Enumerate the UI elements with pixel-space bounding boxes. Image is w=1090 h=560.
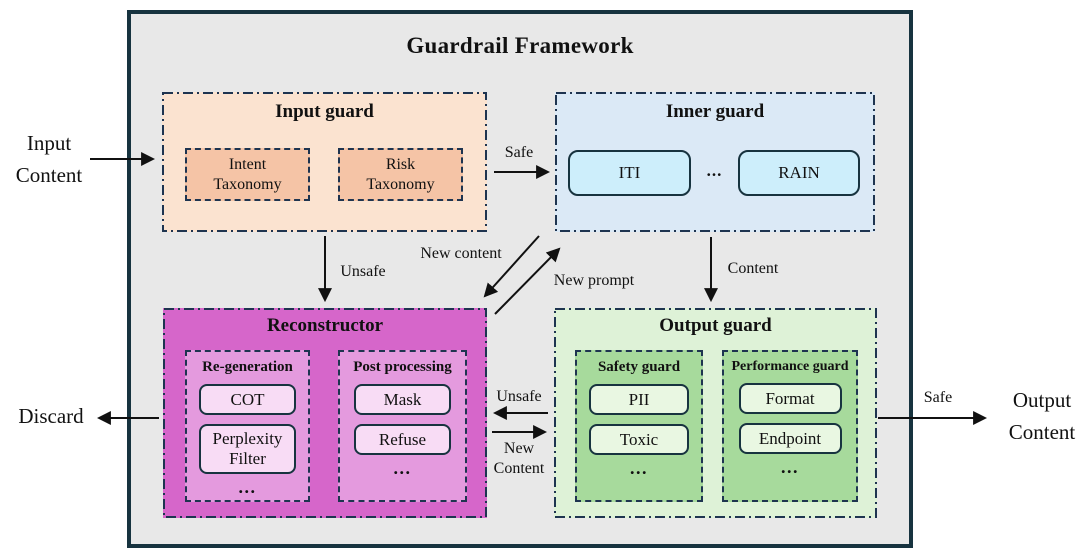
inner-guard-box: Inner guard ITI ... RAIN	[555, 92, 875, 232]
input-content-label: Input Content	[15, 131, 83, 187]
toxic-box: Toxic	[589, 424, 689, 455]
input-guard-box: Input guard Intent Taxonomy Risk Taxonom…	[162, 92, 487, 232]
iti-box: ITI	[568, 150, 691, 196]
post-processing-ellipsis: ...	[393, 458, 412, 478]
new-prompt-diagonal-label: New prompt	[553, 272, 635, 289]
safe-right-arrow-label: Safe	[923, 389, 953, 406]
refuse-box: Refuse	[354, 424, 451, 455]
output-content-label: Output Content	[1008, 388, 1076, 444]
performance-guard-ellipsis: ...	[781, 457, 799, 477]
safety-guard-title: Safety guard	[597, 359, 681, 375]
re-generation-title: Re-generation	[202, 359, 293, 375]
new-content-diagonal-label: New content	[420, 245, 502, 262]
unsafe-mid-arrow-label: Unsafe	[496, 388, 542, 405]
output-guard-title: Output guard	[659, 315, 772, 336]
post-processing-section: Post processing Mask Refuse ...	[338, 350, 467, 502]
content-down-arrow-label: Content	[727, 260, 779, 277]
endpoint-box: Endpoint	[738, 423, 842, 454]
performance-guard-section: Performance guard Format Endpoint ...	[722, 350, 858, 502]
discard-label: Discard	[18, 404, 84, 428]
intent-taxonomy-box: Intent Taxonomy	[185, 148, 310, 201]
output-guard-box: Output guard Safety guard PII Toxic ... …	[554, 308, 877, 518]
cot-box: COT	[199, 384, 296, 415]
safety-guard-section: Safety guard PII Toxic ...	[575, 350, 703, 502]
reconstructor-box: Reconstructor Re-generation COT Perplexi…	[163, 308, 487, 518]
pii-box: PII	[589, 384, 689, 415]
re-generation-ellipsis: ...	[238, 477, 257, 497]
input-guard-title: Input guard	[275, 101, 374, 122]
perplexity-filter-box: Perplexity Filter	[199, 424, 296, 474]
inner-guard-title: Inner guard	[665, 101, 765, 122]
performance-guard-title: Performance guard	[731, 359, 849, 374]
unsafe-down-arrow-label: Unsafe	[340, 263, 386, 280]
post-processing-title: Post processing	[353, 359, 452, 375]
risk-taxonomy-box: Risk Taxonomy	[338, 148, 463, 201]
re-generation-section: Re-generation COT Perplexity Filter ...	[185, 350, 310, 502]
safety-guard-ellipsis: ...	[630, 458, 648, 478]
format-box: Format	[738, 383, 842, 414]
new-content-mid-arrow-label: New Content	[493, 440, 545, 477]
safe-top-arrow-label: Safe	[504, 144, 534, 161]
mask-box: Mask	[354, 384, 451, 415]
diagram-title: Guardrail Framework	[406, 33, 634, 58]
inner-guard-ellipsis: ...	[706, 161, 723, 180]
rain-box: RAIN	[738, 150, 860, 196]
reconstructor-title: Reconstructor	[266, 315, 384, 336]
